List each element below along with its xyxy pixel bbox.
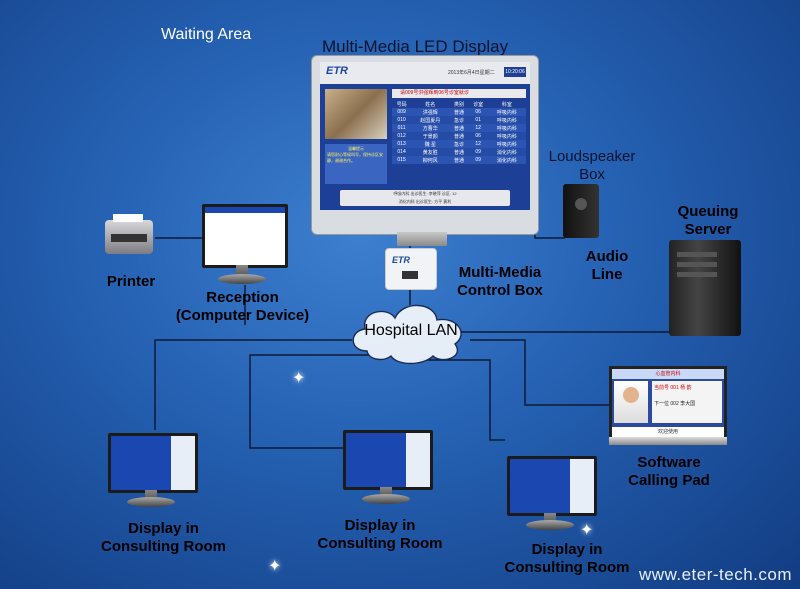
watermark: www.eter-tech.com [638,565,792,584]
footer-line: 消化内科 出诊医生: 方平 黄利 [398,199,452,204]
consult-monitor-3 [507,456,597,516]
led-display-label: Multi-Media LED Display [322,37,509,56]
next-number: 002 李大国 [670,401,696,407]
loudspeaker-icon [563,184,599,238]
printer-icon [105,214,153,254]
monitor-neck [380,487,392,497]
col-dept: 科室 [487,100,526,108]
server-icon [669,240,741,336]
calling-pad-screen: 心血管内科 当前号 001 杨 韵 下一位 002 李大国 欢迎使用 [609,366,727,440]
queuing-server-label: Queuing Server [677,203,739,238]
server-bay [677,272,717,277]
col-number: 号码 [392,100,412,108]
monitor-sidebar [570,459,594,513]
monitor-neck [145,490,157,500]
pad-current: 当前号 001 杨 韵 [652,381,722,394]
server-bay [677,252,717,257]
notice-title: 温馨提示 [348,146,364,151]
monitor-neck [544,513,556,523]
consult-label-2: Display in Consulting Room [317,517,443,552]
pad-link [470,339,610,406]
control-box-icon: ETR [385,248,437,290]
calling-pad-label: Software Calling Pad [628,454,710,489]
queue-header-row: 号码 姓名 类别 诊室 科室 [392,100,526,108]
pad-stand [609,437,727,445]
led-date: 2013年6月4日星期二 [448,70,495,76]
notice-text: 请您耐心等候叫号，保持诊区安静，谢谢合作。 [327,152,383,163]
pad-title: 心血管内科 [612,369,724,379]
sparkle-icon: ✦ [292,370,306,387]
server-bay [677,262,717,267]
doctor-avatar [614,381,648,423]
next-label: 下一位 [654,401,670,407]
monitor-sidebar [171,436,195,490]
hdmi-port [402,271,418,279]
cloud-icon [352,304,462,365]
hall-photo [325,89,387,139]
pad-queue: 当前号 001 杨 韵 下一位 002 李大国 [652,381,722,423]
current-label: 当前号 [654,385,670,391]
led-screen: ETR 2013年6月4日星期二 10:20:06 请009号洪强辉到06号诊室… [320,62,530,210]
monitor-base [127,497,175,507]
loudspeaker-label: Loudspeaker Box [548,148,636,183]
pad-next: 下一位 002 李大国 [652,394,722,413]
window-title-bar [205,207,285,213]
consult-monitor-1 [108,433,198,493]
printer-slot [111,234,147,242]
waiting-area-label: Waiting Area [161,26,252,43]
footer-line: 呼吸内科 出诊医生: 李晓萍 诊区: 12 [393,191,457,196]
printer-paper [113,214,143,222]
speaker-cone [575,198,587,210]
hospital-lan-label: Hospital LAN [364,322,458,339]
col-type: 类别 [449,100,469,108]
pad-footer: 欢迎使用 [612,427,724,437]
consult-monitor-2 [343,430,433,490]
audio-line-label: Audio Line [585,248,629,283]
printer-label: Printer [106,273,156,290]
doctor-footer: 呼吸内科 出诊医生: 李晓萍 诊区: 12 消化内科 出诊医生: 方平 黄利 [340,190,510,206]
monitor-sidebar [406,433,430,487]
led-header: ETR 2013年6月4日星期二 10:20:06 [320,62,530,84]
col-name: 姓名 [411,100,450,108]
sparkle-icon: ✦ [580,522,594,539]
notice-panel: 温馨提示 请您耐心等候叫号，保持诊区安静，谢谢合作。 [325,144,387,184]
etr-logo: ETR [392,255,410,265]
col-room: 诊室 [468,100,488,108]
monitor-base [362,494,410,504]
monitor-base [526,520,574,530]
reception-monitor [202,204,288,268]
monitor-base [218,274,266,284]
consult1-link [154,339,352,430]
sparkle-icon: ✦ [268,558,282,575]
led-clock: 10:20:06 [504,67,526,77]
consult-label-3: Display in Consulting Room [504,541,630,576]
led-stand [397,232,447,246]
control-box-label: Multi-Media Control Box [457,264,543,299]
consult-label-1: Display in Consulting Room [101,520,226,555]
etr-logo: ETR [326,65,348,77]
led-display: ETR 2013年6月4日星期二 10:20:06 请009号洪强辉到06号诊室… [311,55,539,235]
current-number: 001 杨 韵 [670,385,692,391]
call-banner: 请009号洪强辉到06号诊室就诊 [392,89,526,98]
consult3-link [420,359,505,441]
reception-label: Reception (Computer Device) [175,289,310,324]
